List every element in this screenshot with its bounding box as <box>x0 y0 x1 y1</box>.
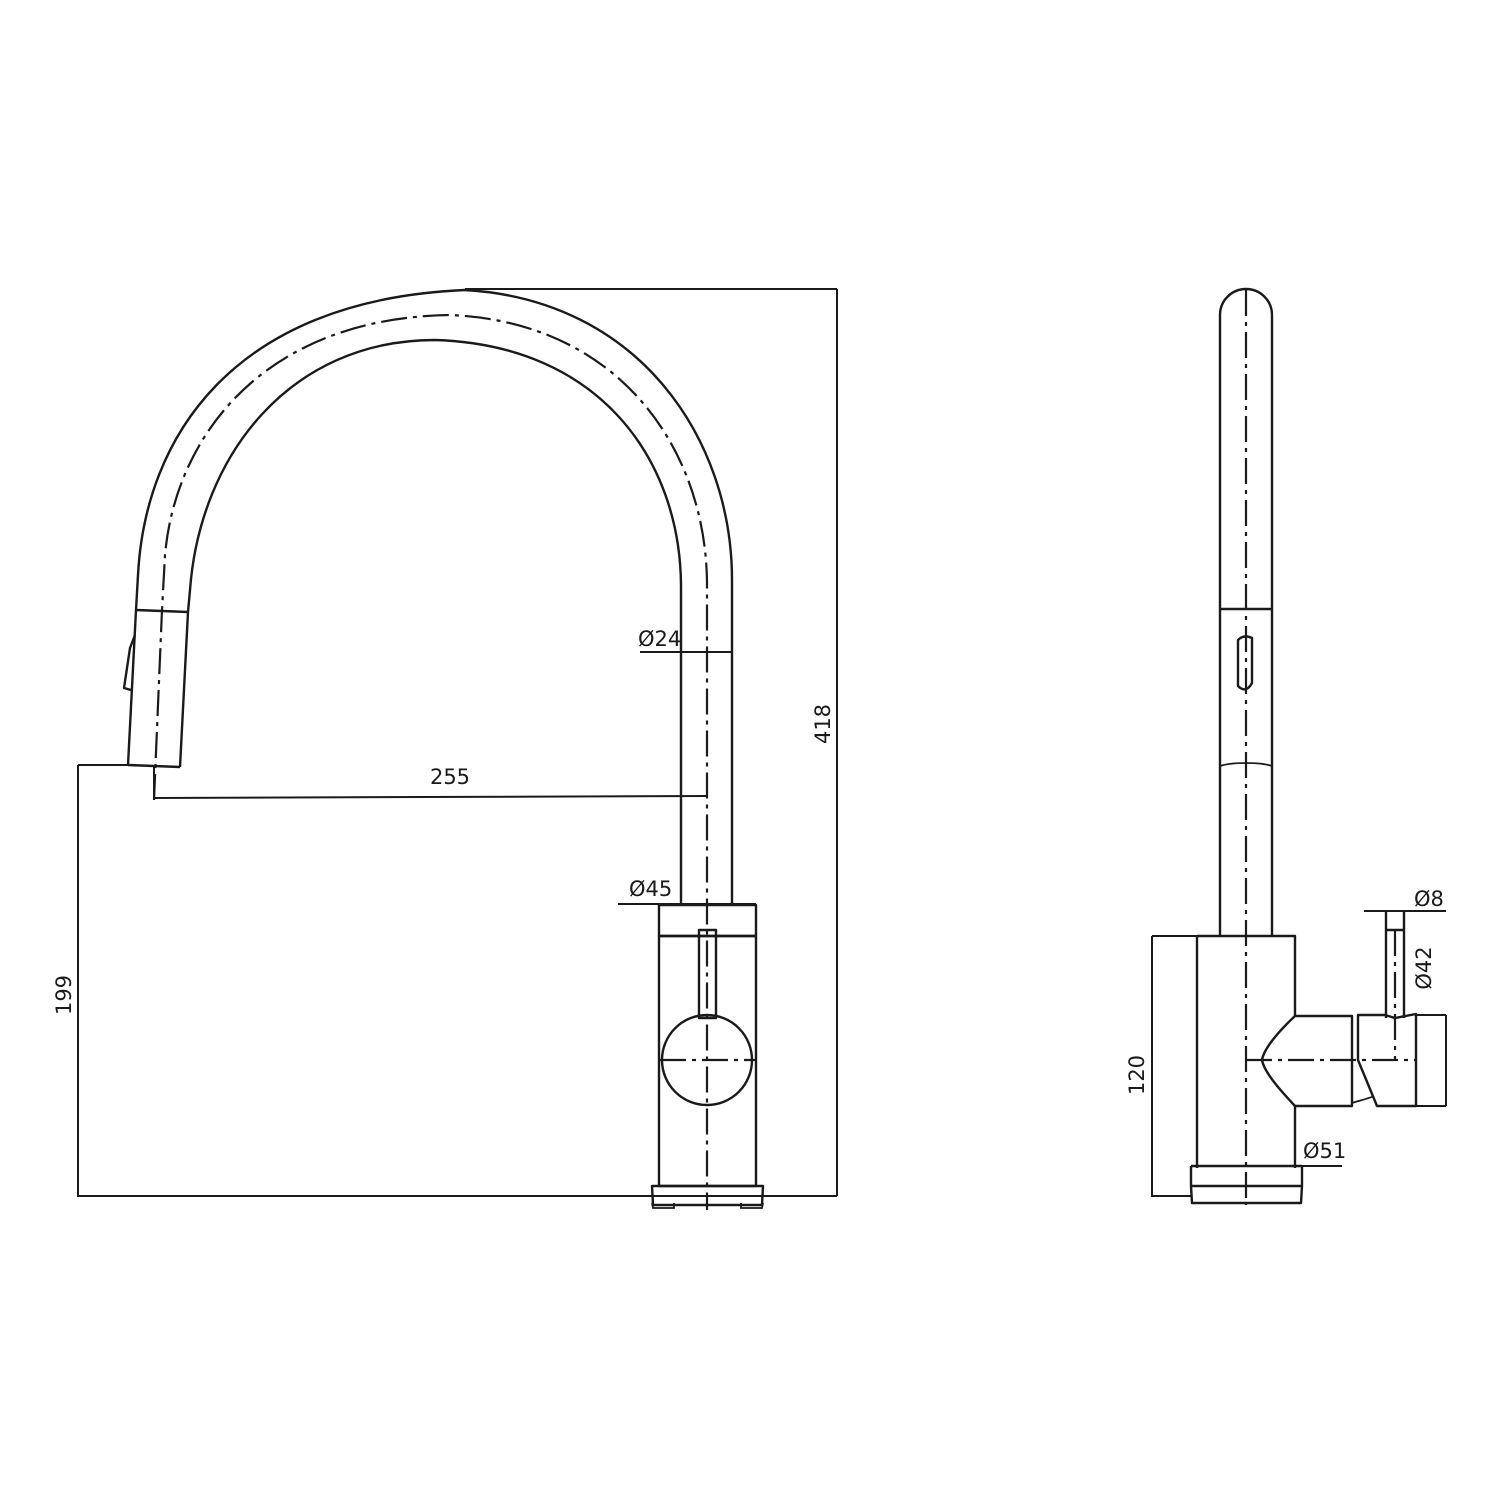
spray-head-joint <box>135 608 189 614</box>
spout-outer-edge <box>126 288 734 905</box>
dim-line-outlet-height <box>77 764 837 1197</box>
spout-centerline <box>152 313 709 1210</box>
dim-line-handle-diameter <box>1416 1014 1447 1107</box>
label-handle-diameter: Ø42 <box>1412 946 1436 989</box>
spray-trigger-icon <box>122 634 137 692</box>
label-outlet-height: 199 <box>52 975 76 1015</box>
side-view: 120 Ø51 Ø8 Ø42 <box>1125 287 1447 1205</box>
side-trigger-icon <box>1236 635 1254 691</box>
label-base-diameter: Ø51 <box>1303 1139 1346 1163</box>
label-reach: 255 <box>430 765 470 789</box>
label-spout-diameter: Ø24 <box>638 627 681 651</box>
spout-inner-edge <box>178 338 683 905</box>
dim-line-reach <box>153 765 708 800</box>
dim-line-body-height <box>1151 935 1197 1197</box>
front-view: 418 199 255 Ø24 Ø45 <box>52 288 838 1210</box>
lever <box>697 928 718 1020</box>
side-body <box>1195 934 1297 1168</box>
side-handle-housing <box>1260 1014 1354 1108</box>
side-spout <box>1218 287 1274 936</box>
label-total-height: 418 <box>811 704 835 744</box>
label-body-diameter: Ø45 <box>629 877 672 901</box>
base-foot-right <box>740 1202 764 1209</box>
label-body-height: 120 <box>1125 1055 1149 1095</box>
base-foot-left <box>651 1202 675 1209</box>
label-lever-diameter: Ø8 <box>1414 887 1444 911</box>
dim-line-total-height <box>465 288 838 1196</box>
